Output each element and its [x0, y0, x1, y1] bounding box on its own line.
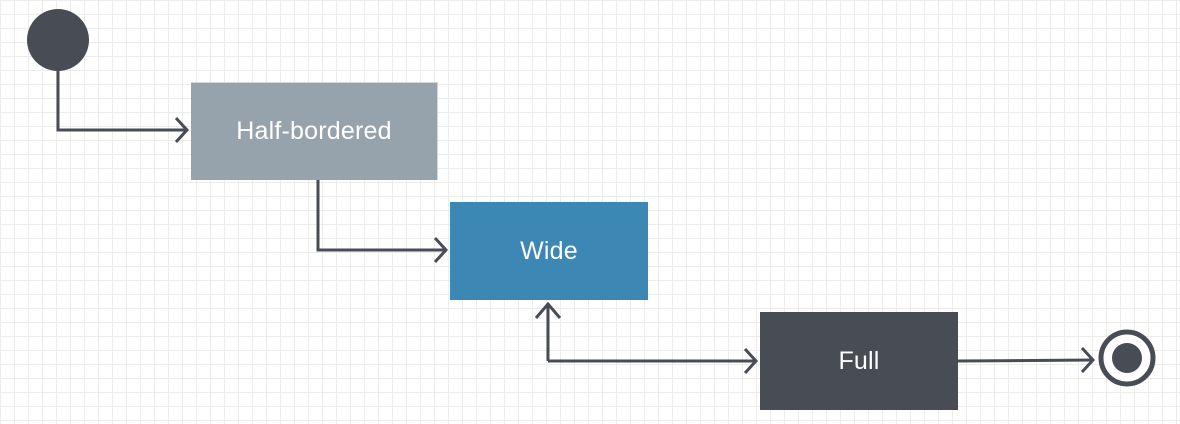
state-wide[interactable]: Wide: [450, 202, 648, 300]
state-label: Half-bordered: [236, 117, 392, 145]
arrowhead-icon: [743, 347, 759, 375]
state-full[interactable]: Full: [760, 312, 958, 410]
final-state-node[interactable]: [1098, 329, 1156, 387]
arrowhead-icon: [534, 301, 562, 319]
transition-half-bordered-to-wide[interactable]: [316, 180, 449, 264]
final-state-core: [1112, 343, 1142, 373]
transition-full-to-wide[interactable]: [534, 301, 562, 361]
state-label: Full: [838, 346, 880, 375]
arrowhead-icon: [174, 116, 190, 144]
transition-full-to-final[interactable]: [957, 346, 1096, 374]
initial-state-node[interactable]: [27, 9, 89, 71]
state-label: Wide: [520, 236, 578, 265]
state-half-bordered[interactable]: Half-bordered: [191, 82, 438, 180]
transition-initial-to-half-bordered[interactable]: [56, 71, 190, 144]
arrowhead-icon: [1080, 346, 1096, 374]
transition-wide-to-full[interactable]: [548, 347, 759, 375]
arrowhead-icon: [433, 236, 449, 264]
